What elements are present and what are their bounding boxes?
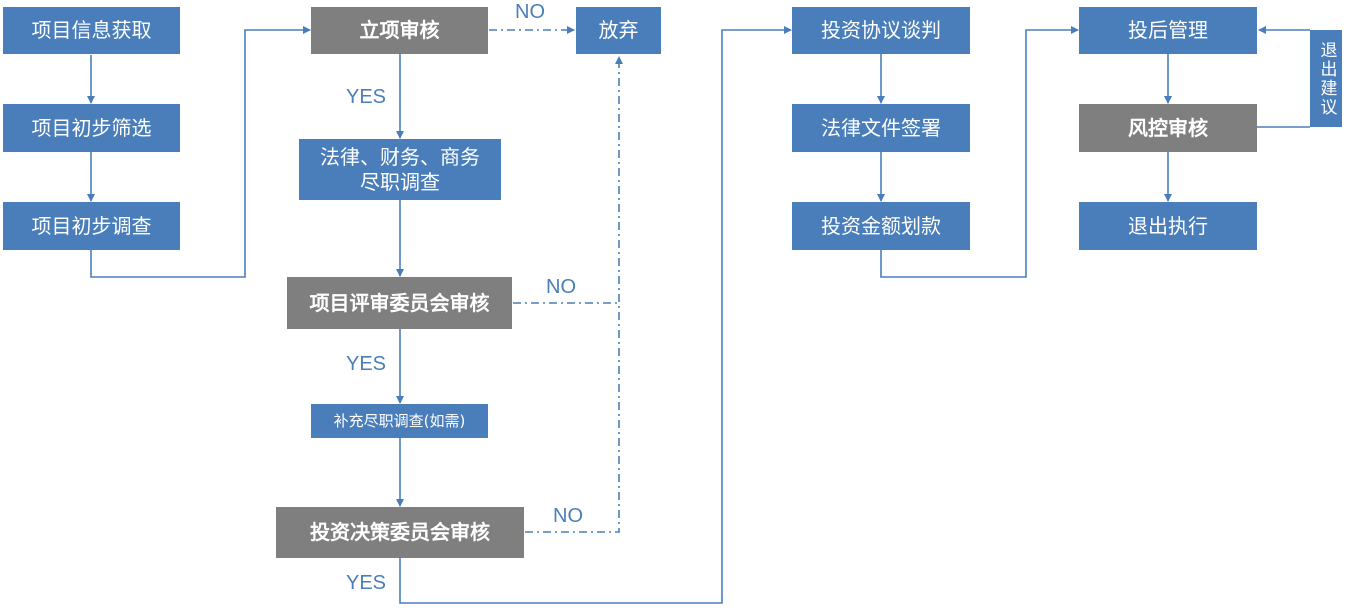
node-screen[interactable]: 项目初步筛选: [3, 104, 180, 152]
node-exit-execution[interactable]: 退出执行: [1079, 202, 1257, 250]
connector-investment-to-negotiation: [399, 26, 792, 604]
node-risk-review[interactable]: 风控审核: [1079, 104, 1257, 152]
label-yes-investment: YES: [346, 572, 387, 594]
node-abandon[interactable]: 放弃: [576, 7, 661, 54]
node-committee-review[interactable]: 项目评审委员会审核: [287, 277, 512, 329]
label-yes-committee: YES: [346, 353, 387, 375]
connector-no-investment: [525, 56, 623, 533]
connector-survey-to-approval: [90, 26, 311, 278]
node-post-management[interactable]: 投后管理: [1079, 7, 1257, 54]
node-info[interactable]: 项目信息获取: [3, 7, 180, 54]
node-negotiation[interactable]: 投资协议谈判: [792, 7, 970, 54]
label-yes-approval: YES: [346, 86, 387, 108]
node-legal-docs[interactable]: 法律文件签署: [792, 104, 970, 152]
node-survey[interactable]: 项目初步调查: [3, 202, 180, 250]
node-funding[interactable]: 投资金额划款: [792, 202, 970, 250]
connector-funding-to-post: [880, 26, 1079, 278]
label-no-investment: NO: [553, 505, 583, 527]
node-approval[interactable]: 立项审核: [311, 7, 488, 54]
label-no-approval: NO: [515, 1, 545, 23]
node-supplement[interactable]: 补充尽职调查(如需): [311, 404, 488, 438]
node-due-diligence[interactable]: 法律、财务、商务 尽职调查: [299, 139, 501, 200]
node-investment-committee[interactable]: 投资决策委员会审核: [276, 507, 524, 558]
label-no-committee: NO: [546, 276, 576, 298]
node-exit-advice[interactable]: 退出建议: [1310, 30, 1342, 127]
